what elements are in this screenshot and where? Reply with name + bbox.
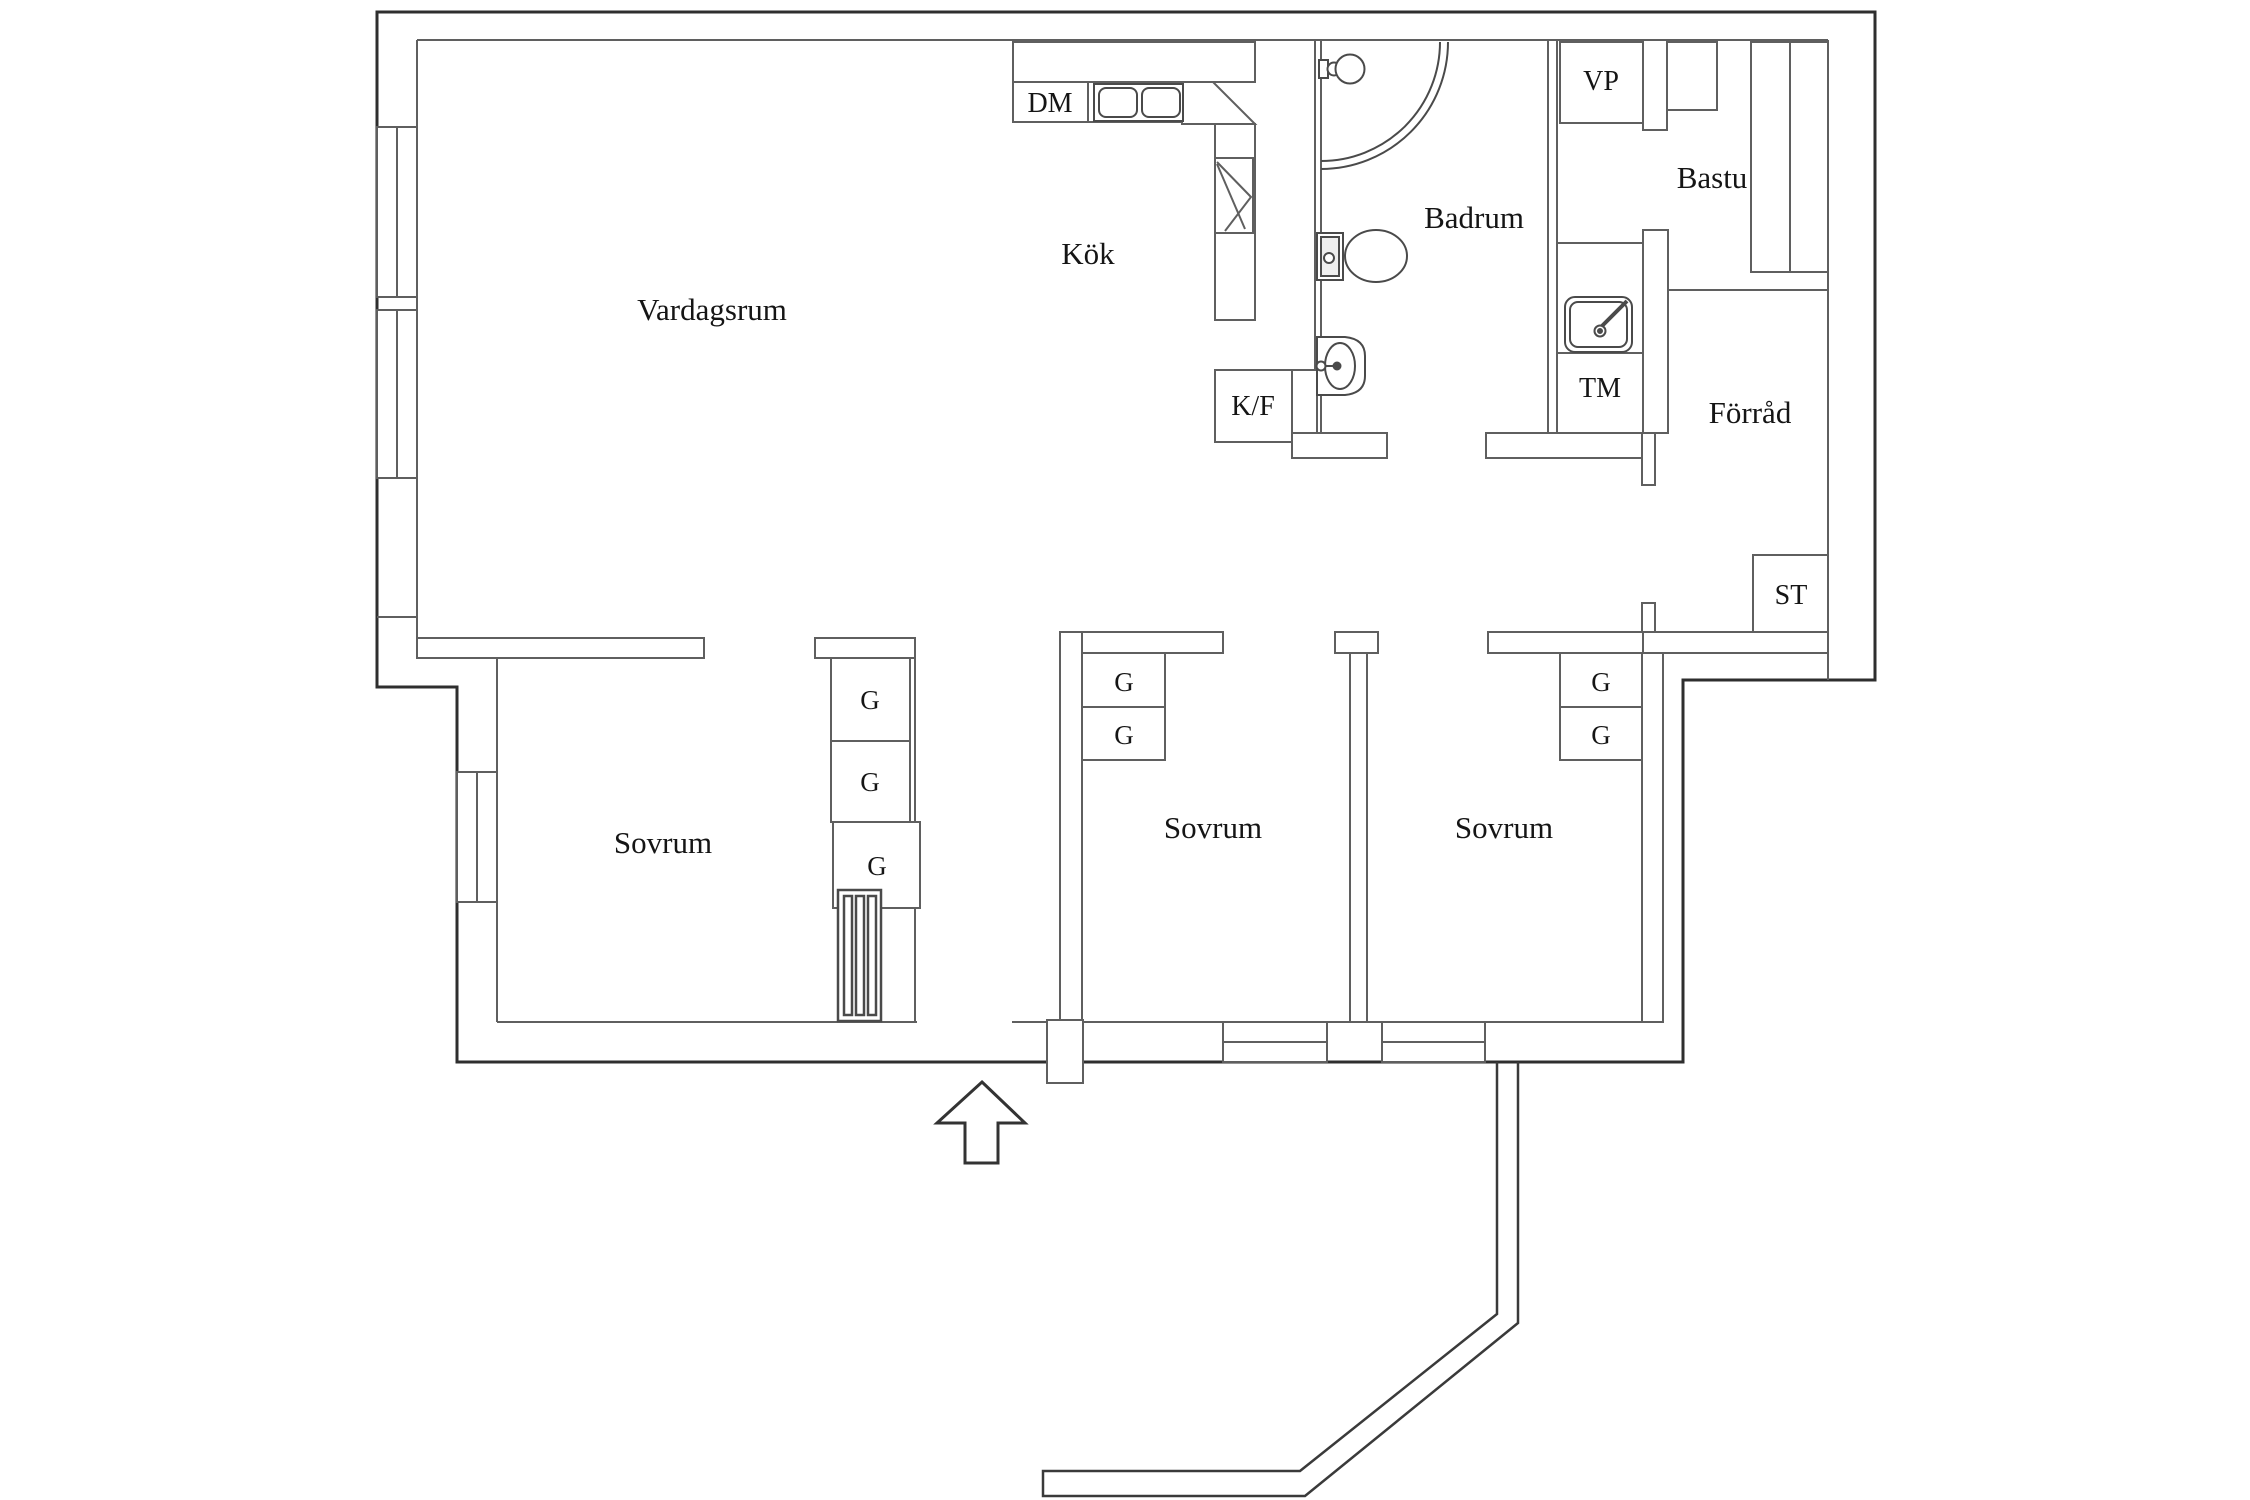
wall-bedroom-right-top [1487,631,1644,654]
outer-boundary [375,10,1877,1064]
sauna-bench-2 [1789,41,1829,273]
wall-bedroom-middle-top [1059,631,1224,654]
wall-sauna-lobby [1642,39,1668,131]
outer-wall-inner-faces [377,39,1829,1023]
window-bedroom-right [1381,1021,1486,1063]
wall-bathroom-bottom [1291,432,1388,459]
label-kitchen: Kök [1061,236,1115,271]
wardrobe-left-1 [830,657,911,742]
dishwasher-box [1012,81,1089,123]
label-wardrobe-middle-1: G [1114,667,1134,697]
outer-walls [375,10,1877,1064]
wall-bedroom-right-right [1641,652,1664,1023]
label-wardrobe-right-1: G [1591,667,1611,697]
wall-bedrooms-divider [1349,652,1368,1023]
counter-top-band [1012,41,1256,83]
entry-door-post [1046,1019,1084,1084]
sauna-bench-corner [1666,41,1718,111]
wardrobes [830,652,1643,909]
label-storage: Förråd [1709,395,1792,430]
window-livingroom-1 [376,126,418,298]
label-water-heater: VP [1583,66,1619,97]
wall-livingroom-bedrooms-piece [814,637,916,659]
label-cleaning-cabinet: ST [1775,580,1808,611]
toilet-icon [1316,229,1408,283]
kitchen-sink-icon [1093,83,1184,122]
label-dishwasher: DM [1027,88,1072,119]
label-wardrobe-middle-2: G [1114,720,1134,750]
wardrobe-middle-2 [1081,706,1166,761]
kitchen-counter [1012,41,1293,443]
wall-bedroom-middle-left [1059,631,1083,1023]
sauna-benches [1666,41,1829,273]
fridge-freezer-box [1214,369,1293,443]
wall-pillar-middle [1334,631,1379,654]
shower-icon [1318,41,1449,170]
laundry-sink-icon [1564,296,1633,353]
label-wardrobe-left-1: G [860,685,880,715]
label-bedroom-middle: Sovrum [1164,810,1262,845]
wall-kitchen-end [1291,369,1318,434]
laundry-tech [1556,41,1644,434]
wall-stub-above-bedroom-right [1641,602,1656,633]
label-wardrobe-left-2: G [860,767,880,797]
interior-walls [416,39,1829,1084]
radiator-icon [836,888,883,1023]
label-wardrobe-left-3: G [867,851,887,881]
bathroom-sink-icon [1315,336,1366,396]
label-bedroom-left: Sovrum [614,825,712,860]
windows [376,126,1486,1063]
entry-arrow-icon [933,1079,1029,1165]
bathroom-fixtures [1315,41,1449,396]
cleaning-cabinet-box [1752,554,1829,633]
label-fridge-freezer: K/F [1231,391,1275,422]
wardrobe-middle-1 [1081,652,1166,708]
wall-stub-hall [1641,432,1656,486]
window-bedroom-middle [1222,1021,1328,1063]
label-living-room: Vardagsrum [637,292,787,327]
wall-hall-storage [1642,631,1829,654]
water-heater-box [1559,41,1644,124]
label-bathroom: Badrum [1424,200,1524,235]
wall-livingroom-bedrooms-left [416,637,705,659]
wall-bathroom-right [1547,39,1558,434]
label-bedroom-right: Sovrum [1455,810,1553,845]
window-bedroom-left [456,771,498,903]
label-washing-machine: TM [1579,373,1621,404]
stove-icon [1214,157,1254,234]
window-livingroom-2 [376,309,418,479]
outdoor-path [1041,1062,1520,1498]
sauna-bench-1 [1750,41,1791,273]
counter-corner [1181,81,1258,125]
wall-hall-top [1485,432,1643,459]
wardrobe-right-1 [1559,652,1643,708]
labels: Vardagsrum Kök Badrum Bastu Förråd Sovru… [614,66,1807,881]
label-wardrobe-right-2: G [1591,720,1611,750]
wall-laundry-storage [1642,229,1669,434]
label-sauna: Bastu [1677,160,1748,195]
wardrobe-right-2 [1559,706,1643,761]
